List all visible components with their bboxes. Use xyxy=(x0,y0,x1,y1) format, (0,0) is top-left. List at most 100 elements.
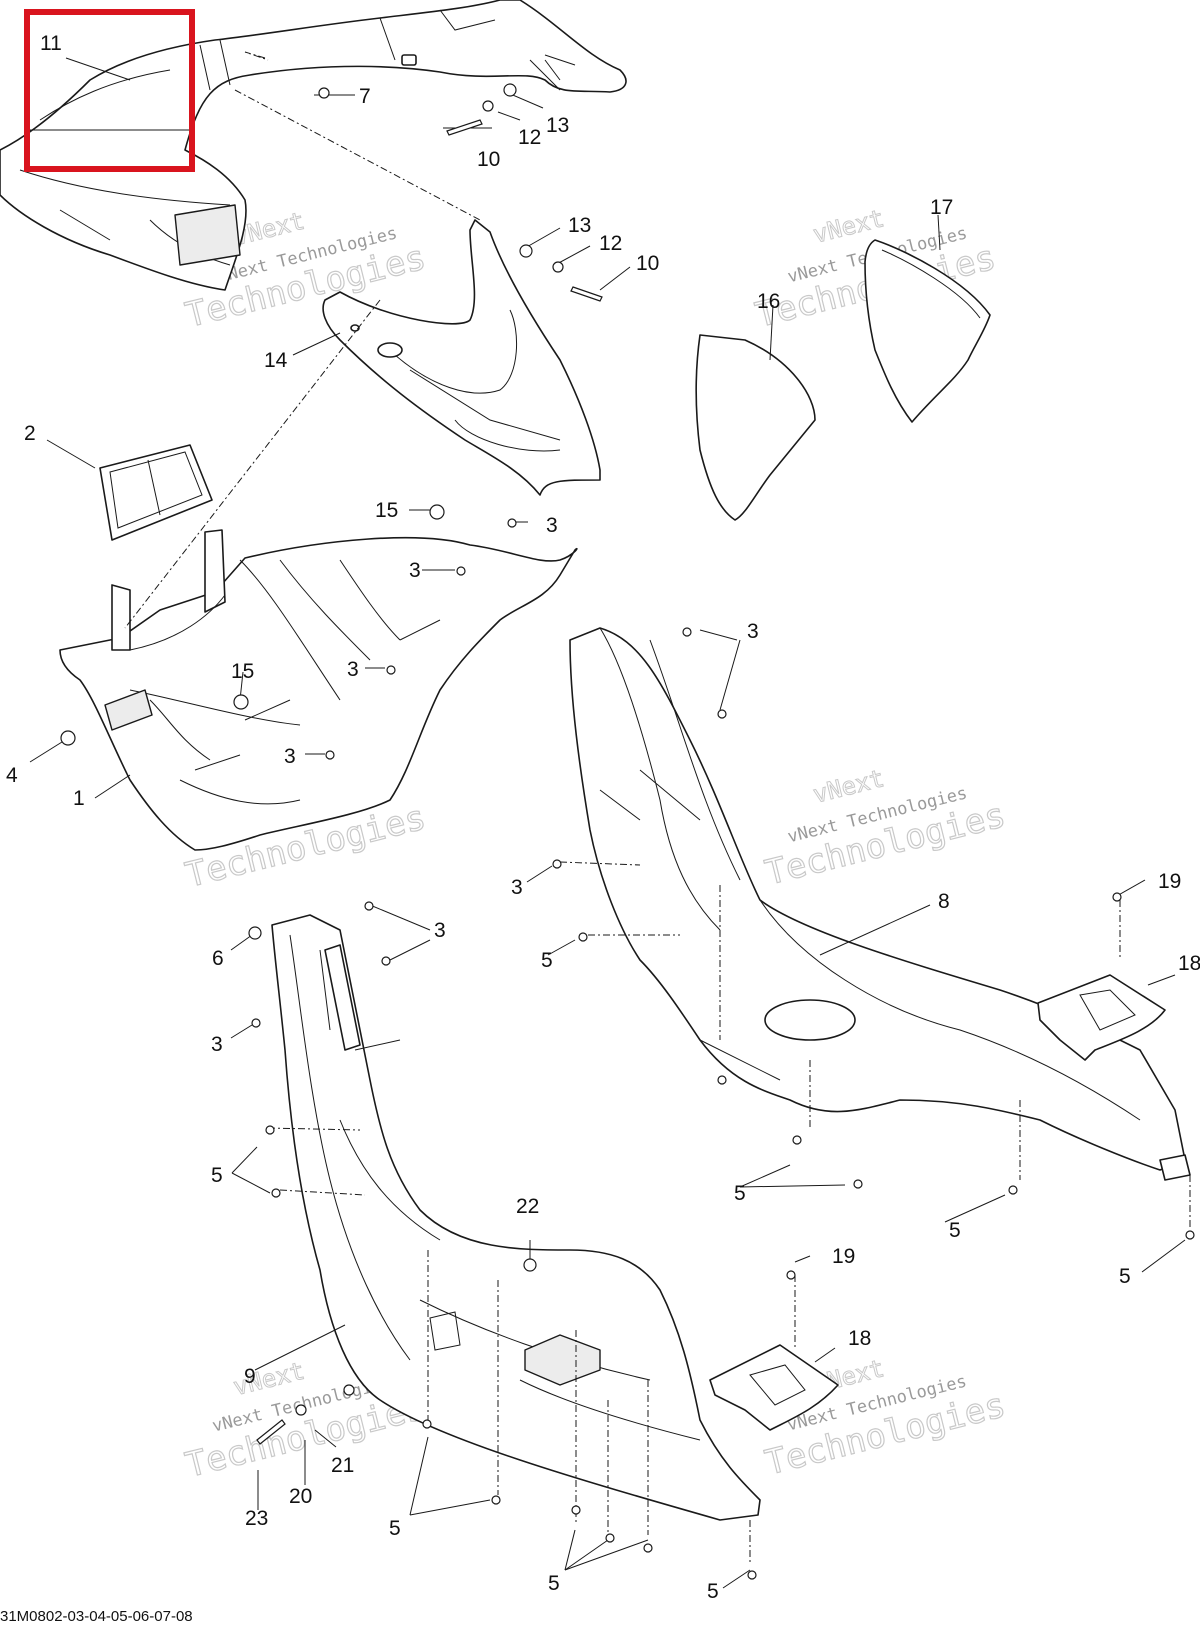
part-14-v-bracket xyxy=(322,219,601,496)
callout-7: 7 xyxy=(359,85,371,108)
fastener xyxy=(1112,892,1122,902)
fastener xyxy=(792,1135,802,1145)
callout-11: 11 xyxy=(40,32,62,55)
fastener xyxy=(271,1188,281,1198)
fastener xyxy=(717,1075,727,1085)
bolt xyxy=(570,286,603,302)
callout-3: 3 xyxy=(284,745,296,768)
callout-2: 2 xyxy=(24,422,36,445)
callout-19: 19 xyxy=(832,1245,855,1268)
svg-text:vNext: vNext xyxy=(810,764,887,809)
fastener xyxy=(251,1018,261,1028)
callout-18: 18 xyxy=(1178,952,1200,975)
part-9-left-side-panel xyxy=(271,914,761,1521)
callout-5: 5 xyxy=(389,1517,401,1540)
callout-22: 22 xyxy=(516,1195,539,1218)
callout-1: 1 xyxy=(73,787,85,810)
callout-3: 3 xyxy=(546,514,558,537)
fastener xyxy=(422,1419,432,1429)
fastener xyxy=(386,665,396,675)
callout-5: 5 xyxy=(734,1182,746,1205)
callout-3: 3 xyxy=(347,658,359,681)
washer xyxy=(519,244,533,258)
fastener xyxy=(786,1270,796,1280)
bolt xyxy=(446,119,483,136)
washer xyxy=(523,1258,537,1272)
watermark-mid-right: vNext vNext Technologies Technologies xyxy=(761,764,1010,894)
push-rivet xyxy=(60,730,76,746)
fasteners xyxy=(60,83,1195,1580)
callout-3: 3 xyxy=(409,559,421,582)
fastener xyxy=(265,1125,275,1135)
callout-12: 12 xyxy=(599,232,622,255)
callout-10: 10 xyxy=(636,252,659,275)
callout-13: 13 xyxy=(546,114,569,137)
callout-4: 4 xyxy=(6,764,18,787)
leader-lines xyxy=(29,51,1191,1589)
grommet xyxy=(429,504,445,520)
grommet xyxy=(233,694,249,710)
fastener xyxy=(605,1533,615,1543)
callout-9: 9 xyxy=(244,1365,256,1388)
fastener xyxy=(318,87,330,99)
callout-5: 5 xyxy=(541,949,553,972)
callout-16: 16 xyxy=(757,290,780,313)
part-11-upper-panel xyxy=(0,0,627,291)
fastener xyxy=(552,859,562,869)
callout-5: 5 xyxy=(211,1164,223,1187)
washer xyxy=(482,100,494,112)
fastener xyxy=(682,627,692,637)
callout-6: 6 xyxy=(212,947,224,970)
washer xyxy=(343,1384,355,1396)
callout-15: 15 xyxy=(231,660,254,683)
part-18-bracket-lower xyxy=(709,1344,839,1431)
part-1-lower-front-panel xyxy=(59,529,578,851)
callout-18: 18 xyxy=(848,1327,871,1350)
callout-21: 21 xyxy=(331,1454,354,1477)
callout-17: 17 xyxy=(930,196,953,219)
washer xyxy=(295,1404,307,1416)
callout-14: 14 xyxy=(264,349,288,372)
callout-13: 13 xyxy=(568,214,591,237)
fastener xyxy=(507,518,517,528)
part-17-side-panel xyxy=(864,239,991,423)
callout-19: 19 xyxy=(1158,870,1181,893)
fastener xyxy=(364,901,374,911)
fastener xyxy=(853,1179,863,1189)
callout-3: 3 xyxy=(747,620,759,643)
fastener xyxy=(717,709,727,719)
fastener xyxy=(491,1495,501,1505)
fastener xyxy=(747,1570,757,1580)
diagram-code: 31M0802-03-04-05-06-07-08 xyxy=(0,1608,193,1625)
callouts: 11 7 13 12 10 13 12 10 17 16 14 2 15 3 3… xyxy=(6,32,1200,1603)
fastener xyxy=(578,932,588,942)
highlight-box xyxy=(24,9,195,172)
callout-3: 3 xyxy=(211,1033,223,1056)
callout-15: 15 xyxy=(375,499,398,522)
callout-8: 8 xyxy=(938,890,950,913)
washer xyxy=(248,926,262,940)
fastener xyxy=(643,1543,653,1553)
callout-23: 23 xyxy=(245,1507,268,1530)
part-18-bracket-upper xyxy=(1037,974,1166,1061)
callout-3: 3 xyxy=(434,919,446,942)
callout-10: 10 xyxy=(477,148,500,171)
part-8-right-side-panel xyxy=(569,627,1191,1181)
fastener xyxy=(1185,1230,1195,1240)
callout-5: 5 xyxy=(949,1219,961,1242)
callout-5: 5 xyxy=(707,1580,719,1603)
fastener xyxy=(571,1505,581,1515)
washer xyxy=(503,83,517,97)
washer xyxy=(552,261,564,273)
callout-5: 5 xyxy=(1119,1265,1131,1288)
bolt xyxy=(256,1419,286,1445)
callout-3: 3 xyxy=(511,876,523,899)
part-16-side-panel xyxy=(695,334,816,521)
callout-12: 12 xyxy=(518,126,541,149)
fastener xyxy=(381,956,391,966)
part-2-label xyxy=(99,444,213,541)
callout-20: 20 xyxy=(289,1485,312,1508)
fastener xyxy=(1008,1185,1018,1195)
